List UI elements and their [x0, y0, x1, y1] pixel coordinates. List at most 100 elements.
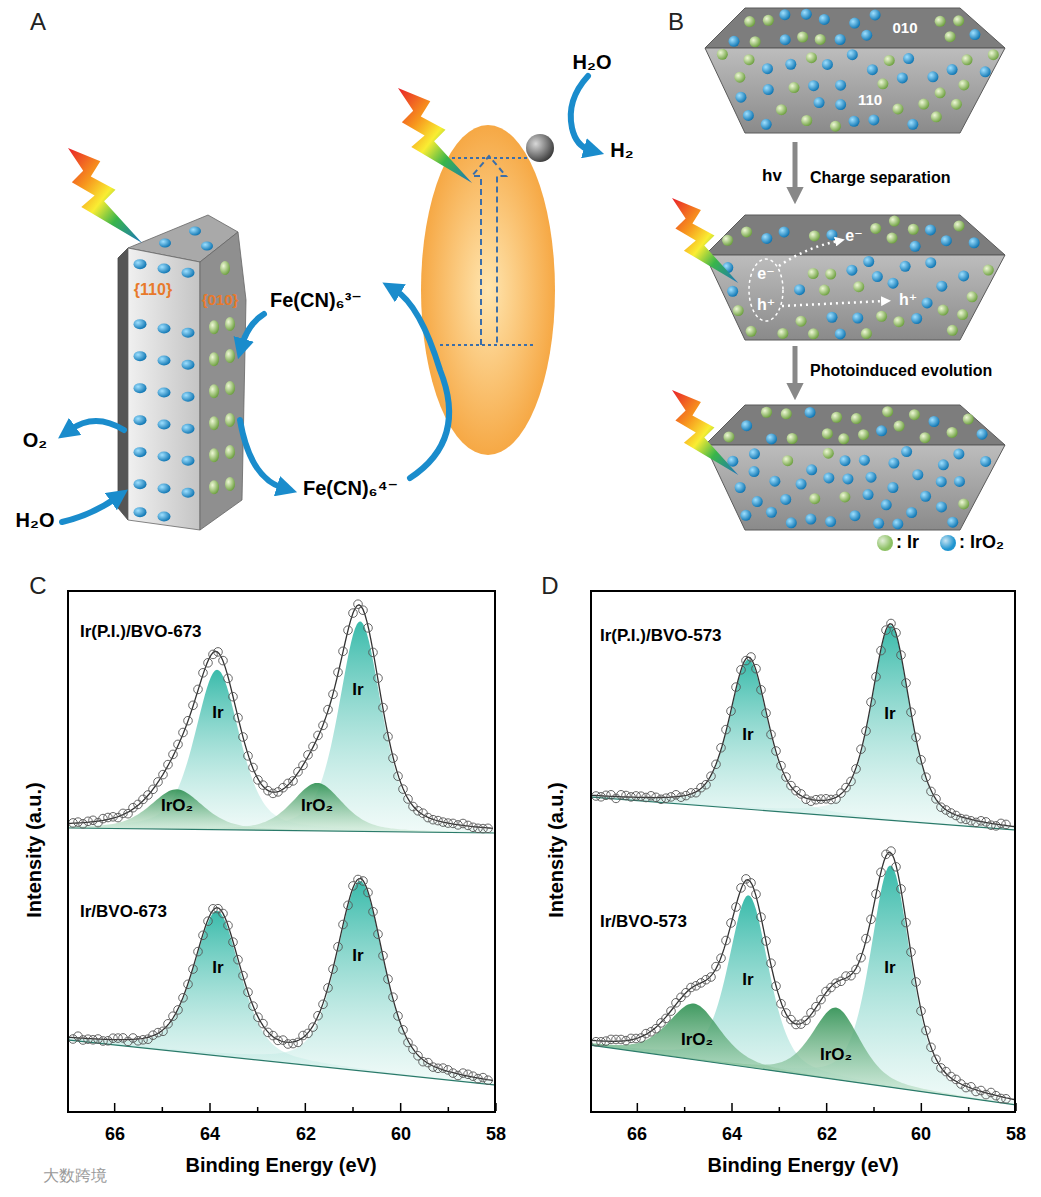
data-point [319, 721, 328, 730]
ir-particle [853, 281, 864, 292]
peak-label: Ir [884, 705, 895, 724]
iro2-particle [134, 259, 147, 269]
ir-particle [947, 427, 958, 438]
ir-particle [892, 103, 903, 114]
iro2-peak-fill [69, 789, 494, 833]
iro2-particle [134, 507, 147, 517]
data-point [434, 1064, 443, 1073]
iro2-particle [749, 466, 760, 477]
watermark: 大数跨境 [43, 1167, 107, 1185]
axis-tick [352, 1107, 354, 1111]
iro2-particle [182, 360, 195, 370]
data-point [374, 674, 383, 683]
data-point [897, 651, 906, 660]
data-point [687, 789, 696, 798]
data-point [374, 930, 383, 939]
iro2-particle [182, 268, 195, 278]
data-point [304, 1029, 313, 1038]
data-point [229, 938, 238, 947]
step-arrow [793, 142, 798, 192]
ir-particle [830, 121, 841, 132]
axis-tick [162, 1107, 164, 1111]
data-point [174, 740, 183, 749]
iro2-particle [906, 507, 917, 518]
data-point [149, 785, 158, 794]
data-point [244, 752, 253, 761]
data-point [269, 1031, 278, 1040]
data-point [917, 1007, 926, 1016]
data-point [672, 791, 681, 800]
data-point [892, 863, 901, 872]
species-label: Fe(CN)₆⁴⁻ [303, 477, 398, 499]
data-point [254, 776, 263, 785]
iro2-particle [835, 328, 846, 339]
iro2-particle [969, 237, 980, 248]
data-point [369, 648, 378, 657]
data-point [927, 787, 936, 796]
ir-particle [225, 349, 235, 363]
data-point [359, 877, 368, 886]
ir-particle [877, 78, 888, 89]
iro2-particle [158, 483, 171, 493]
iro2-particle [870, 9, 881, 20]
peak-label: Ir [742, 726, 753, 745]
iro2-particle [947, 517, 958, 528]
species-label: H₂ [610, 139, 633, 161]
data-point [732, 903, 741, 912]
ir-particle [893, 316, 904, 327]
data-point [862, 934, 871, 943]
ir-particle [919, 432, 930, 443]
data-point [339, 647, 348, 656]
iro2-particle [780, 34, 791, 45]
ir-particle [861, 328, 872, 339]
data-point [399, 785, 408, 794]
data-point [832, 795, 841, 804]
data-point [379, 703, 388, 712]
background-line [592, 1045, 1014, 1104]
ir-particle [838, 433, 849, 444]
background-line [69, 1040, 494, 1085]
tick-label: 60 [391, 1125, 411, 1145]
band-edge [452, 157, 530, 159]
data-point [264, 786, 273, 795]
data-point [319, 1000, 328, 1009]
data-point [727, 707, 736, 716]
data-point [927, 1043, 936, 1052]
axis-title: Binding Energy (eV) [707, 1154, 898, 1176]
iro2-particle [727, 286, 738, 297]
iro2-particle [888, 278, 899, 289]
iro2-particle [868, 114, 879, 125]
data-point [987, 1088, 996, 1097]
data-point [937, 803, 946, 812]
tick-label: 60 [911, 1125, 931, 1145]
ir-particle [983, 265, 994, 276]
data-point [712, 760, 721, 769]
crystal-facets: {110}{010} [112, 205, 252, 535]
data-point [469, 1072, 478, 1081]
data-point [159, 770, 168, 779]
light-bolt [672, 390, 738, 475]
flow-arrow [70, 421, 124, 430]
iro2-particle [158, 387, 171, 397]
data-point [657, 1019, 666, 1028]
ir-particle [788, 82, 799, 93]
ir-particle [962, 54, 973, 65]
data-point [647, 792, 656, 801]
iro2-particle [158, 323, 171, 333]
ir-particle [958, 79, 969, 90]
data-point [952, 1075, 961, 1084]
data-point [399, 1026, 408, 1035]
data-point [792, 786, 801, 795]
ir-particle [225, 381, 235, 395]
sample-label: Ir(P.I.)/BVO-573 [600, 627, 722, 646]
data-point [1002, 1095, 1011, 1104]
data-point [269, 789, 278, 798]
data-point [762, 709, 771, 718]
iro2-particle [873, 518, 884, 529]
iro2-particle [980, 66, 991, 77]
data-point [104, 1037, 113, 1046]
iro2-particle [766, 507, 777, 518]
data-point [602, 1037, 611, 1046]
axis-tick [968, 1107, 970, 1111]
data-point [239, 733, 248, 742]
